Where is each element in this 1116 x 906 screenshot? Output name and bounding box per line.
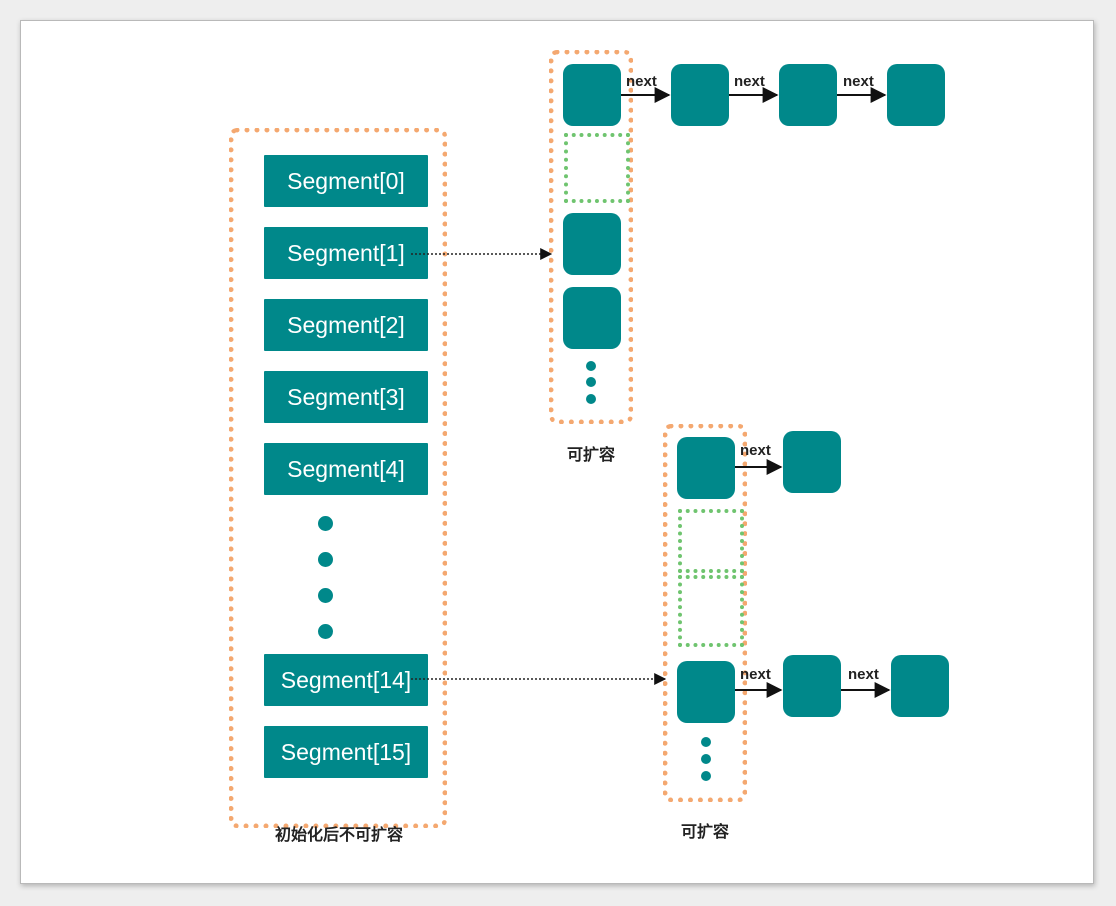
ellipsis-dot [701,737,711,747]
bottom-bucket-node-3 [677,661,735,723]
top-chain-node-2 [779,64,837,126]
top-bucket-node-2 [563,213,621,275]
top-chain-node-3 [887,64,945,126]
top-bucket-node-0 [563,64,621,126]
segment-4: Segment[4] [264,443,428,495]
bottom-bucket-caption: 可扩容 [680,824,729,841]
ellipsis-dot [318,516,333,531]
top-bucket-container [549,50,633,424]
top-bucket-caption: 可扩容 [566,447,615,464]
ellipsis-dot [586,394,596,404]
bottom-bucket-container [663,424,747,802]
segment-14: Segment[14] [264,654,428,706]
next-label: next [843,73,874,90]
segment-array-container [229,128,447,828]
next-label: next [740,442,771,459]
ellipsis-dot [586,361,596,371]
ellipsis-dot [701,771,711,781]
next-label: next [848,666,879,683]
bottom-chain-node-c [891,655,949,717]
next-label: next [626,73,657,90]
ellipsis-dot [318,588,333,603]
array-caption: 初始化后不可扩容 [274,827,403,844]
top-empty-slot [564,133,630,203]
ellipsis-dot [318,624,333,639]
bottom-empty-slot-1 [678,509,744,573]
bottom-chain-node-b [783,655,841,717]
next-label: next [740,666,771,683]
top-bucket-node-3 [563,287,621,349]
ellipsis-dot [318,552,333,567]
connector-arrows [411,87,891,698]
segment-15: Segment[15] [264,726,428,778]
bottom-chain-node-a [783,431,841,493]
ellipsis-dot [586,377,596,387]
segment-1: Segment[1] [264,227,428,279]
segment-3: Segment[3] [264,371,428,423]
next-label: next [734,73,765,90]
segment-0: Segment[0] [264,155,428,207]
diagram-card: Segment[0] Segment[1] Segment[2] Segment… [20,20,1094,884]
segment-2: Segment[2] [264,299,428,351]
top-chain-node-1 [671,64,729,126]
bottom-empty-slot-2 [678,575,744,647]
ellipsis-dot [701,754,711,764]
bottom-bucket-node-0 [677,437,735,499]
